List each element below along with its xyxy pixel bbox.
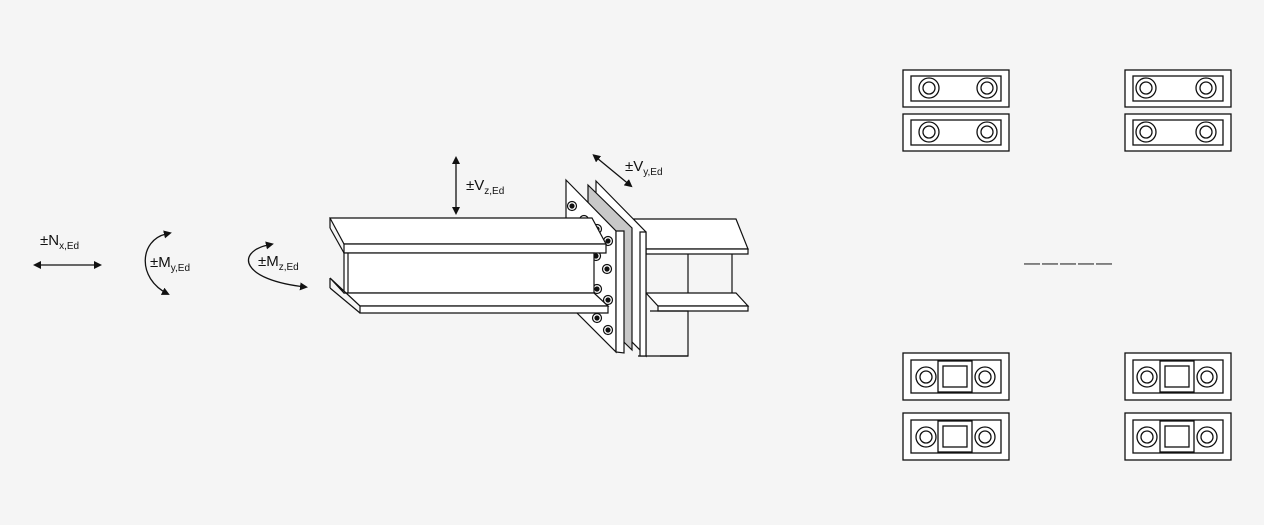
moment-y-arrow xyxy=(144,230,172,295)
separator-dashes: ————— xyxy=(1024,255,1114,272)
shear-y-arrow xyxy=(592,154,633,188)
bolt-detail-plain xyxy=(902,69,1232,152)
axial-force-label: ±Nx,Ed xyxy=(40,232,80,252)
right-beam xyxy=(633,218,750,357)
bolt-detail-stiffened xyxy=(902,352,1232,461)
moment-z-arrow xyxy=(247,241,308,291)
shear-z-label: ±Vz,Ed xyxy=(466,177,505,197)
left-beam xyxy=(328,217,610,314)
